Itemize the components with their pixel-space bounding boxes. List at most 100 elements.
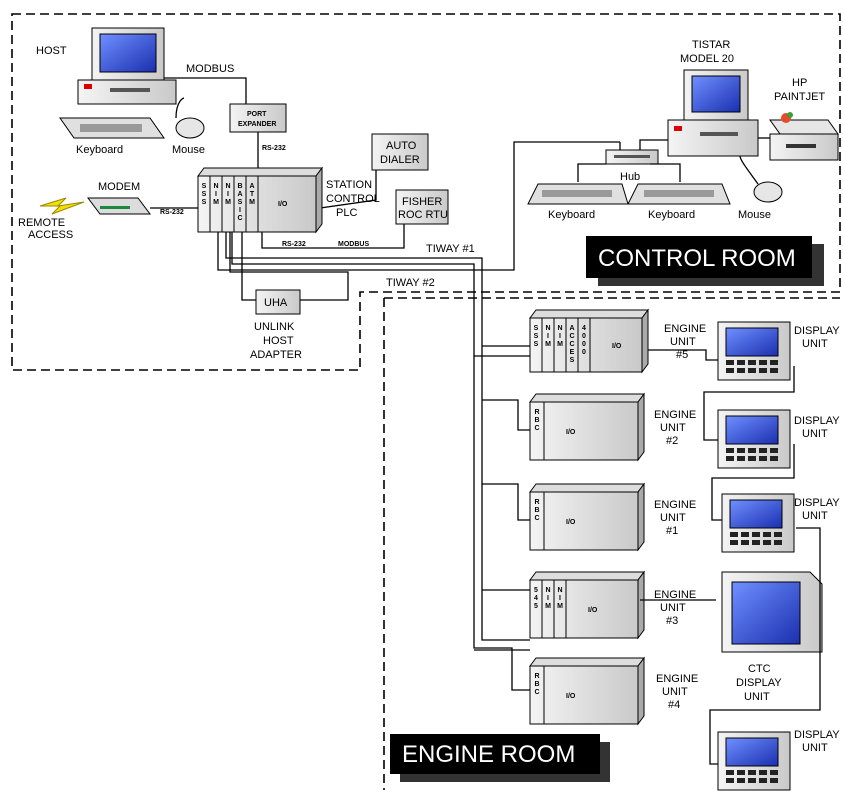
hp-label-2: PAINTJET [774,91,825,103]
engine-io-label: I/O [566,519,576,526]
engine-unit-label: UNIT [670,336,696,348]
svg-text:C: C [569,333,574,340]
svg-text:N: N [557,587,562,594]
svg-text:R: R [534,409,539,416]
lightning-bolt-icon [39,197,85,215]
modbus-bottom-label: MODBUS [338,241,369,248]
auto-dialer [371,133,429,171]
engine-slot-label: NIM [557,325,563,348]
auto-dialer-label-2: DIALER [380,154,420,166]
tistar-computer [667,69,759,157]
control-room-boundary [11,13,841,371]
engine-slot-label: NIM [557,587,563,610]
host-mouse [175,97,205,139]
control-keyboard-right [627,183,731,205]
engine-unit-label: UNIT [660,512,686,524]
fisher-roc-rtu [395,189,449,225]
svg-text:N: N [225,183,230,190]
engine-unit-label: ENGINE [656,673,698,685]
engine-slot-label: NIM [545,587,551,610]
svg-text:I: I [239,207,241,214]
engine-slot-label: SSS [534,325,539,348]
plc-slot-label: NIM [213,183,219,206]
remote-access-label-2: ACCESS [28,229,73,241]
station-plc-label-3: PLC [336,207,357,219]
ctc-label-3: UNIT [744,691,770,703]
svg-text:S: S [202,191,207,198]
svg-text:M: M [225,199,231,206]
svg-text:0: 0 [582,341,586,348]
control-room-title: CONTROL ROOM [598,245,796,272]
control-keyboard-left-label: Keyboard [548,209,595,221]
engine-io-label: I/O [612,343,622,350]
svg-text:I: I [547,333,549,340]
svg-text:B: B [534,507,539,514]
station-plc-rack [197,166,323,234]
engine-unit-label: #3 [666,615,678,627]
svg-text:M: M [557,341,563,348]
engine-slot-label: RBC [534,499,539,522]
rs232-modem-label: RS-232 [160,209,184,216]
svg-text:I: I [559,333,561,340]
engine-unit-label: #2 [666,435,678,447]
station-plc-label-1: STATION [326,179,372,191]
host-keyboard-label: Keyboard [76,144,123,156]
engine-slot-label: NIM [545,325,551,348]
display-unit-label: DISPLAY [794,325,840,337]
hp-label-1: HP [792,77,807,89]
auto-dialer-label-1: AUTO [386,140,417,152]
uha-label: UHA [264,297,288,309]
uha-desc-1: UNLINK [254,321,295,333]
svg-text:M: M [557,603,563,610]
control-mouse-label: Mouse [738,209,771,221]
tistar-label-2: MODEL 20 [680,53,734,65]
modbus-top-label: MODBUS [186,63,234,75]
port-expander-label-2: EXPANDER [238,121,276,128]
svg-text:M: M [249,199,255,206]
plc-slot-label: ATM [249,183,255,206]
display-unit-label: UNIT [802,510,828,522]
tiway2-label: TIWAY #2 [386,277,435,289]
svg-text:S: S [534,325,539,332]
rs232-bottom-label: RS-232 [282,241,306,248]
engine-slot-label: ACCES [569,325,574,364]
uha-box [255,289,301,315]
host-label: HOST [36,45,67,57]
svg-text:I: I [227,191,229,198]
svg-text:B: B [534,681,539,688]
svg-text:A: A [237,191,242,198]
svg-text:B: B [237,183,242,190]
display-unit-label: DISPLAY [794,729,840,741]
fisher-label-2: ROC RTU [398,209,448,221]
engine-io-label: I/O [566,693,576,700]
svg-text:S: S [202,183,207,190]
host-computer [77,27,177,105]
engine-slot-label: 545 [534,587,538,610]
station-plc-io-label: I/O [278,201,288,208]
engine-unit-label: ENGINE [654,499,696,511]
station-plc-label-2: CONTROL [326,193,380,205]
svg-text:I: I [547,595,549,602]
display-unit-label: UNIT [802,742,828,754]
engine-room-title: ENGINE ROOM [402,741,575,768]
svg-text:S: S [570,357,575,364]
hub-label: Hub [620,171,640,183]
svg-text:T: T [250,191,255,198]
remote-access-label-1: REMOTE [18,217,65,229]
engine-unit-label: ENGINE [654,589,696,601]
svg-text:5: 5 [534,603,538,610]
svg-text:C: C [237,215,242,222]
modem [87,197,151,215]
engine-room-boundary [383,297,840,790]
